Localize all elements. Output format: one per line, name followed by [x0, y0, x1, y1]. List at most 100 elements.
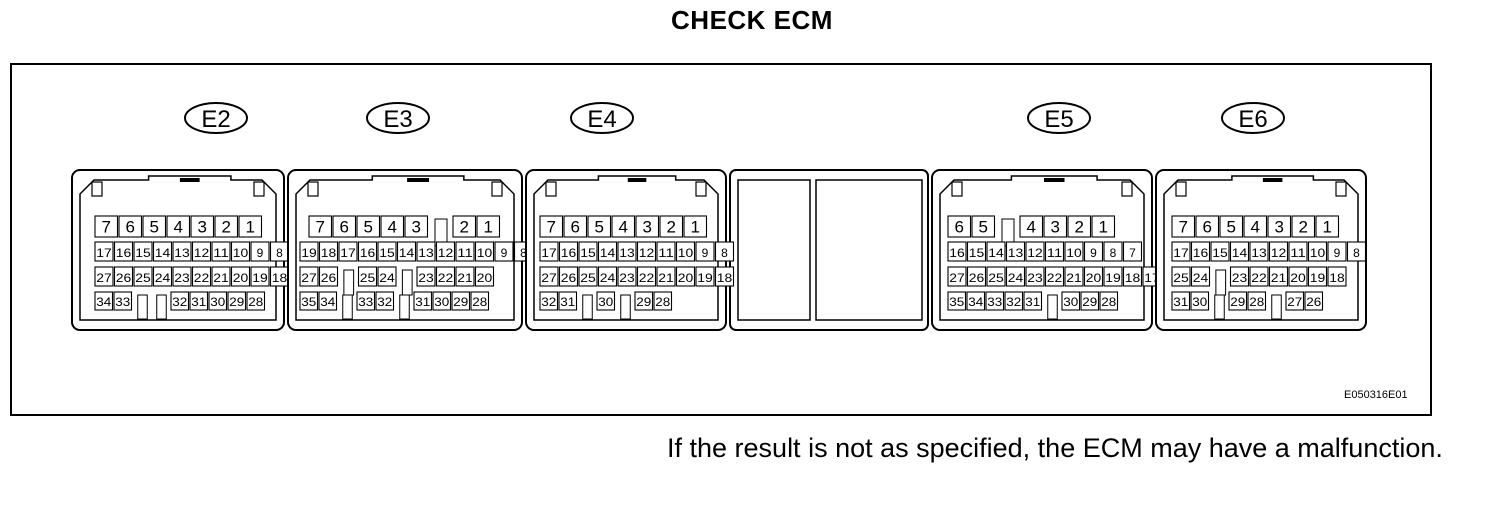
pin-15: 15 — [133, 241, 153, 262]
pin-box — [558, 266, 579, 287]
pin-box — [152, 241, 173, 262]
pin-number: 1 — [691, 217, 700, 236]
pin-28: 28 — [246, 291, 266, 311]
pin-15: 15 — [578, 241, 598, 262]
pin-box — [172, 241, 192, 262]
pin-box — [1025, 266, 1045, 287]
pin-box — [494, 241, 514, 262]
pin-number: 21 — [457, 271, 473, 285]
pin-number: 19 — [697, 271, 713, 285]
key-slot — [156, 294, 167, 320]
pin-number: 27 — [1287, 295, 1302, 309]
pin-number: 4 — [174, 217, 183, 236]
latch-mark — [1262, 178, 1283, 182]
pin-box — [452, 215, 477, 238]
pin-number: 30 — [1063, 295, 1078, 309]
pin-box — [558, 241, 579, 262]
pin-number: 8 — [1110, 246, 1117, 260]
pin-number: 34 — [320, 295, 335, 309]
pin-12: 12 — [1025, 241, 1045, 262]
pin-number: 27 — [301, 271, 317, 285]
pin-23: 23 — [1229, 266, 1250, 287]
key-slot — [582, 294, 593, 320]
pin-box — [208, 291, 228, 311]
pin-box — [1243, 215, 1268, 238]
pin-14: 14 — [396, 241, 417, 262]
pin-box — [1005, 266, 1026, 287]
pin-17: 17 — [94, 241, 114, 262]
key-tab-right — [1121, 181, 1133, 197]
pin-box — [617, 241, 637, 262]
pin-number: 20 — [678, 271, 694, 285]
pin-32: 32 — [375, 291, 395, 311]
key-tab-left — [951, 181, 963, 197]
pin-number: 30 — [434, 295, 449, 309]
pin-number: 13 — [619, 246, 635, 260]
pin-number: 34 — [96, 295, 111, 309]
pin-18: 18 — [269, 266, 290, 287]
pin-number: 16 — [561, 246, 577, 260]
pin-13: 13 — [172, 241, 192, 262]
pin-5: 5 — [356, 215, 381, 238]
pin-18: 18 — [714, 266, 735, 287]
label-text: E3 — [383, 106, 412, 133]
pin-number: 31 — [191, 295, 206, 309]
pin-number: 35 — [949, 295, 964, 309]
center-cavity-right — [815, 179, 923, 321]
latch-mark — [407, 178, 430, 182]
pin-24: 24 — [152, 266, 173, 287]
pin-20: 20 — [1288, 266, 1308, 287]
pin-number: 23 — [174, 271, 190, 285]
pin-19: 19 — [1307, 266, 1328, 287]
pin-number: 21 — [1066, 271, 1082, 285]
pin-box — [1315, 215, 1340, 238]
pin-30: 30 — [596, 291, 616, 311]
pin-number: 14 — [399, 246, 415, 260]
pin-number: 21 — [213, 271, 229, 285]
pin-29: 29 — [634, 291, 654, 311]
pin-box — [1091, 215, 1116, 238]
pin-box — [1083, 266, 1104, 287]
pin-number: 26 — [561, 271, 577, 285]
pin-4: 4 — [1019, 215, 1044, 238]
pin-box — [211, 241, 231, 262]
pin-number: 29 — [229, 295, 244, 309]
pin-box — [476, 215, 501, 238]
connector-outline — [1163, 175, 1359, 321]
pin-number: 11 — [1047, 246, 1063, 260]
pin-box — [299, 241, 319, 262]
pin-number: 28 — [655, 295, 670, 309]
pin-31: 31 — [189, 291, 209, 311]
pin-number: 9 — [501, 246, 508, 260]
pin-box — [189, 291, 209, 311]
pin-32: 32 — [170, 291, 190, 311]
pin-box — [539, 266, 559, 287]
pin-box — [1195, 215, 1220, 238]
pin-23: 23 — [416, 266, 436, 287]
pin-box — [1291, 215, 1316, 238]
pin-25: 25 — [133, 266, 153, 287]
pin-number: 18 — [272, 271, 288, 285]
pin-number: 22 — [639, 271, 655, 285]
pin-number: 5 — [364, 217, 373, 236]
pin-number: 16 — [116, 246, 132, 260]
pin-box — [683, 215, 708, 238]
pin-25: 25 — [1171, 266, 1191, 287]
pin-number: 25 — [360, 271, 376, 285]
pin-number: 27 — [949, 271, 965, 285]
pin-box — [597, 266, 618, 287]
pin-box — [1327, 241, 1347, 262]
pin-12: 12 — [1268, 241, 1289, 262]
pin-box — [1247, 291, 1267, 311]
pin-28: 28 — [1099, 291, 1119, 311]
pin-box — [404, 215, 429, 238]
pin-number: 31 — [1173, 295, 1188, 309]
pin-3: 3 — [404, 215, 429, 238]
connector-outline — [939, 175, 1145, 321]
pin-number: 26 — [116, 271, 132, 285]
pin-box — [377, 266, 397, 287]
pin-number: 31 — [560, 295, 575, 309]
pin-31: 31 — [1171, 291, 1191, 311]
pin-box — [617, 266, 637, 287]
pin-2: 2 — [1291, 215, 1316, 238]
